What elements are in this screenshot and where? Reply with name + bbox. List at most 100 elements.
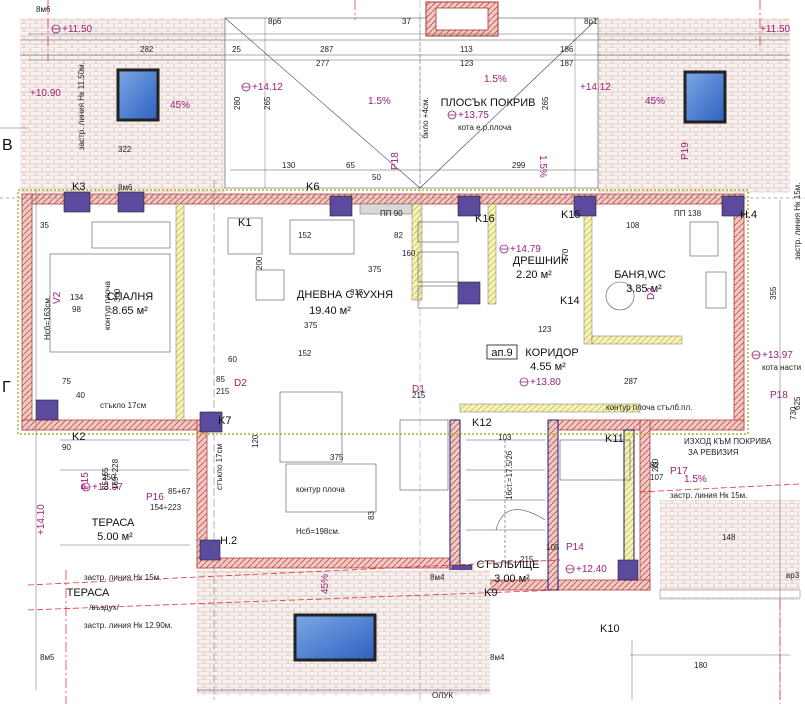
room-name-stairs: СТЪЛБИЩЕ xyxy=(477,559,540,571)
room-area-corridor: 4.55 м² xyxy=(530,361,566,373)
note-glass: стъкло 17см xyxy=(100,401,146,410)
dim-625: 625 xyxy=(793,396,802,410)
mark-k16: K16 xyxy=(475,213,495,225)
dim-160: 160 xyxy=(402,249,416,258)
room-name-terrace: ТЕРАСА xyxy=(92,517,135,529)
dim-120: 120 xyxy=(251,434,260,448)
roof-flat xyxy=(224,17,599,189)
mark-h4: H.4 xyxy=(740,209,757,221)
dim-375-c: 375 xyxy=(330,453,344,462)
mark-p18-right: P18 xyxy=(770,390,788,401)
dim-108: 108 xyxy=(626,221,640,230)
mark-k15: K15 xyxy=(561,209,581,221)
level-1397-right: +13.97 xyxy=(762,350,793,361)
dim-90: 90 xyxy=(62,443,71,452)
note-d-size: 85 xyxy=(216,375,225,384)
slope-15-c: 1.5% xyxy=(537,155,548,178)
dim-50: 50 xyxy=(372,173,381,182)
dim-287: 287 xyxy=(320,45,334,54)
dim-186: 186 xyxy=(560,45,574,54)
dim-250: 250 xyxy=(102,473,116,482)
apartment-number: ап.9 xyxy=(491,347,512,359)
level-1150-right: +11.50 xyxy=(760,24,791,35)
note-window-134: 134 xyxy=(70,293,84,302)
mark-pp138: ПП 138 xyxy=(674,209,702,218)
mark-k10: K10 xyxy=(600,623,620,635)
mark-d2: D2 xyxy=(234,378,247,389)
roof-top xyxy=(20,1,790,193)
red-axes xyxy=(47,0,781,704)
mark-bm5: 8м5 xyxy=(40,653,55,662)
room-area-stairs: 3.00 м² xyxy=(494,573,530,585)
dim-730: 730 xyxy=(789,406,798,420)
note-heb: Нсб=198см. xyxy=(296,527,340,536)
dim-215-a: 215 xyxy=(412,391,426,400)
room-area-terrace: 5.00 м² xyxy=(97,531,133,543)
note-p17-size: 82 xyxy=(650,461,659,470)
level-1375: +13.75 xyxy=(458,110,489,121)
room-name-corridor: КОРИДОР xyxy=(525,347,578,359)
dim-300: 300 xyxy=(113,288,122,302)
mark-k1: K1 xyxy=(238,217,251,229)
roof-bottom xyxy=(27,483,801,695)
slope-15-a: 1.5% xyxy=(484,74,507,85)
note-slab-contour-c: контур плоча стълб.пл. xyxy=(606,403,692,412)
note-build-line-129: застр. линия Нк 12.90м. xyxy=(84,621,173,630)
level-1410: +14.10 xyxy=(36,504,47,535)
dim-282: 282 xyxy=(140,45,154,54)
dim-75: 75 xyxy=(62,377,71,386)
level-1412-right: +14.12 xyxy=(580,82,611,93)
slope-45-right: 45% xyxy=(645,96,665,107)
note-glass-b: стъкло 17см xyxy=(215,444,224,490)
mark-bm4-b: 8м4 xyxy=(490,653,505,662)
mark-k11: K11 xyxy=(605,433,624,445)
level-roof-net: кота насти xyxy=(762,363,801,372)
dim-322: 322 xyxy=(118,145,132,154)
room-name-bedroom: СПАЛНЯ xyxy=(107,291,154,303)
dim-83: 83 xyxy=(367,511,376,520)
mark-k2: K2 xyxy=(72,431,85,443)
dim-148: 148 xyxy=(722,533,736,542)
mark-axis-b: B xyxy=(2,137,13,154)
note-slab-contour: контур плоча xyxy=(296,485,345,494)
dim-355: 355 xyxy=(769,286,778,300)
dim-260: 260 xyxy=(651,458,660,472)
slope-45-left: 45% xyxy=(170,100,190,111)
slope-15-d: 1.5% xyxy=(684,474,707,485)
mark-bp6: 8р6 xyxy=(268,17,282,26)
dim-280: 280 xyxy=(233,96,242,110)
mark-k6: K6 xyxy=(306,181,319,193)
note-for-revision: ЗА РЕВИЗИЯ xyxy=(688,448,739,457)
dim-277: 277 xyxy=(316,59,330,68)
note-cluk: ОЛУК xyxy=(432,691,453,700)
mark-bm6-a: 8м6 xyxy=(36,5,51,14)
mark-bm4-a: 8м4 xyxy=(430,573,445,582)
note-window-98: 98 xyxy=(72,305,81,314)
room-sub-terrace-air: /въздух/ xyxy=(89,603,119,612)
mark-p19: P19 xyxy=(680,142,691,160)
dim-123-b: 123 xyxy=(538,325,552,334)
dim-180: 180 xyxy=(694,661,708,670)
mark-d1: D1 xyxy=(412,384,425,395)
room-area-pantry: 2.20 м² xyxy=(516,269,552,281)
skylight-right xyxy=(683,70,727,124)
note-p17-size-b: 107 xyxy=(650,473,664,482)
level-1479: +14.79 xyxy=(510,244,541,255)
note-door-p16b: 154÷223 xyxy=(150,503,182,512)
room-area-bedroom: 8.65 м² xyxy=(112,305,148,317)
dim-40: 40 xyxy=(76,391,85,400)
room-area-living: 19.40 м² xyxy=(309,305,351,317)
dim-375-b: 375 xyxy=(304,321,318,330)
dim-25: 25 xyxy=(232,45,241,54)
dim-152-b: 152 xyxy=(298,349,312,358)
mark-axis-g: Г xyxy=(2,379,11,396)
note-slab-contour-b: контур плоча xyxy=(103,281,112,330)
level-1397-terrace: +13.97 xyxy=(92,482,123,493)
dim-200: 200 xyxy=(255,256,264,270)
mark-k12: K12 xyxy=(472,417,492,429)
dim-130: 130 xyxy=(282,161,296,170)
dim-265-a: 265 xyxy=(263,96,272,110)
mark-p18-top: P18 xyxy=(390,152,401,170)
